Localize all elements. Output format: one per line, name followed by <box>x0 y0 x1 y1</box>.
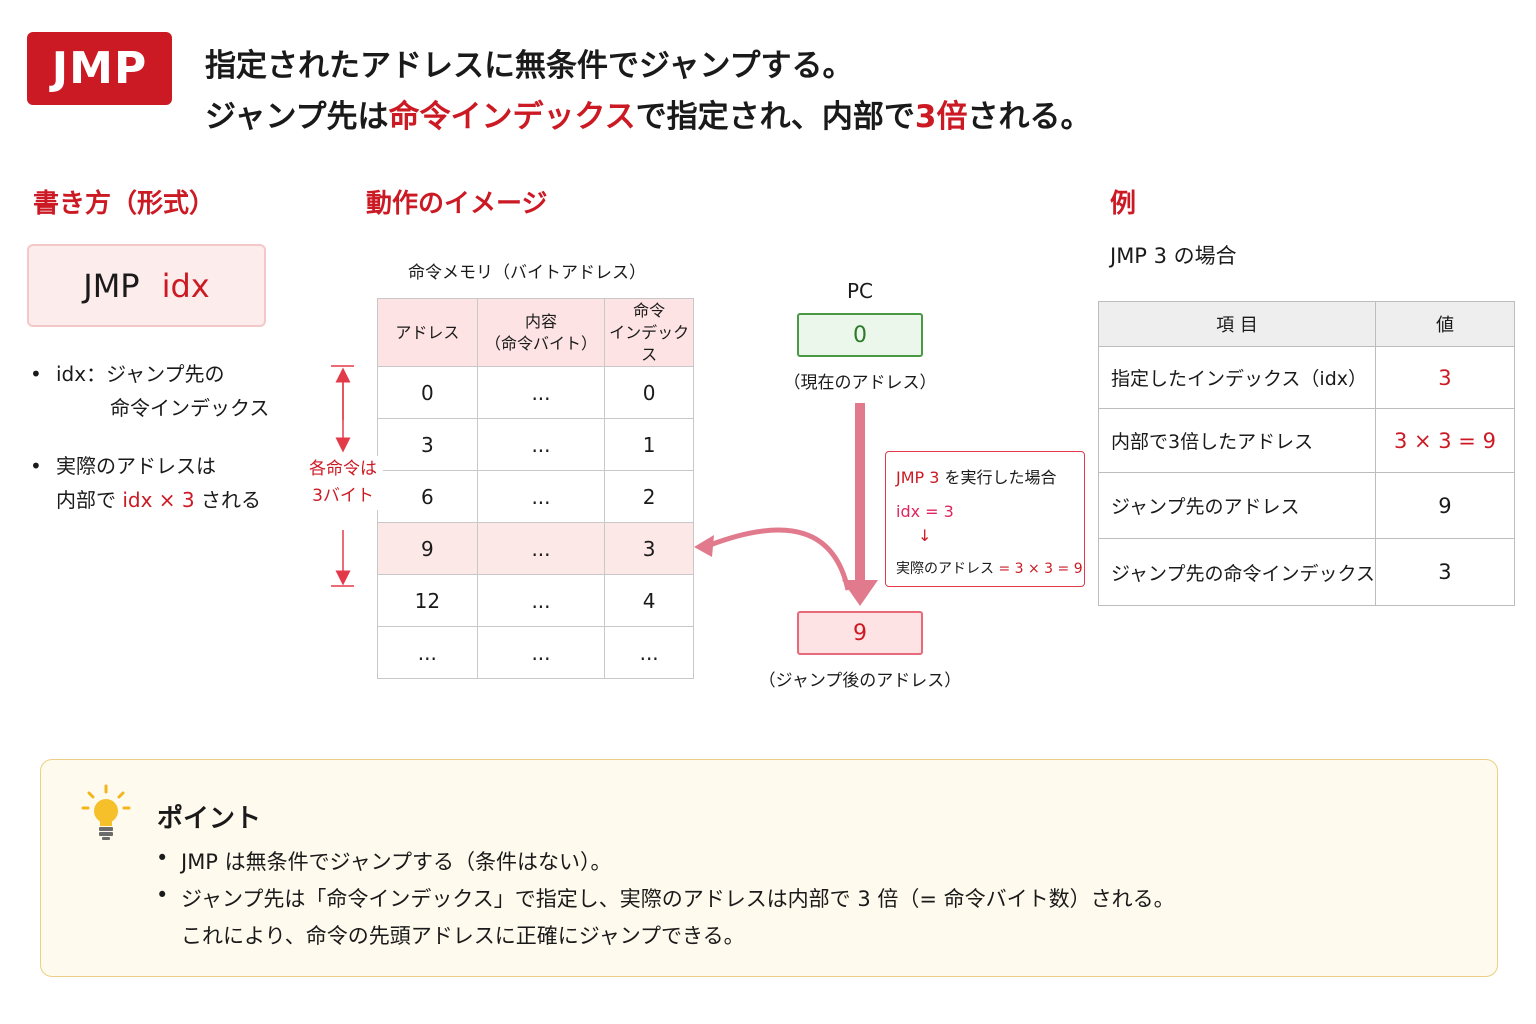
point-bullet-dot: • <box>156 883 169 907</box>
point-box: ポイント • JMP は無条件でジャンプする（条件はない）。 • ジャンプ先は「… <box>40 759 1498 977</box>
headline-line-2: ジャンプ先は命令インデックスで指定され、内部で3倍される。 <box>205 99 1092 135</box>
example-col-value: 値 <box>1374 301 1516 347</box>
header-address: アドレス <box>377 298 478 367</box>
jump-arrow <box>842 403 878 606</box>
example-row: 指定したインデックス（idx）3 <box>1098 346 1516 409</box>
exec-down-arrow: ↓ <box>918 526 932 545</box>
pc-next-box: 9 <box>797 611 923 655</box>
pc-label: PC <box>846 279 874 303</box>
memory-row: 12...4 <box>377 574 694 627</box>
memory-row: 6...2 <box>377 470 694 523</box>
syntax-box: JMP idx <box>27 244 266 327</box>
header-content: 内容（命令バイト） <box>476 298 606 367</box>
headline-line-1: 指定されたアドレスに無条件でジャンプする。 <box>205 48 854 84</box>
diagram-section-title: 動作のイメージ <box>366 189 548 219</box>
example-section-title: 例 <box>1110 189 1137 219</box>
point-bullet-dot: • <box>156 846 169 870</box>
memory-row: 0...0 <box>377 366 694 419</box>
pc-current-caption: （現在のアドレス） <box>783 373 937 393</box>
exec-result: 実際のアドレス = 3 × 3 = 9 <box>896 561 1083 577</box>
syntax-section-title: 書き方（形式） <box>33 189 216 219</box>
point-title: ポイント <box>157 804 262 834</box>
point-line-1: JMP は無条件でジャンプする（条件はない）。 <box>181 850 612 874</box>
size-dimension-line <box>331 365 354 587</box>
exec-idx: idx = 3 <box>896 502 954 521</box>
syntax-op: JMP <box>83 266 140 305</box>
example-subtitle: JMP 3 の場合 <box>1110 244 1237 268</box>
target-arrow <box>694 527 851 591</box>
memory-caption: 命令メモリ（バイトアドレス） <box>408 263 646 283</box>
exec-title: JMP 3 を実行した場合 <box>896 468 1057 487</box>
pc-current-box: 0 <box>797 313 923 357</box>
point-line-3: これにより、命令の先頭アドレスに正確にジャンプできる。 <box>181 924 745 948</box>
syntax-arg: idx <box>161 266 210 305</box>
execution-box: JMP 3 を実行した場合 idx = 3 ↓ 実際のアドレス = 3 × 3 … <box>885 451 1085 587</box>
lightbulb-icon <box>81 784 131 840</box>
memory-row: ......... <box>377 626 694 679</box>
example-col-item: 項 目 <box>1098 301 1376 347</box>
memory-row-target: 9...3 <box>377 522 694 575</box>
instruction-badge: JMP <box>27 32 172 105</box>
pc-next-caption: （ジャンプ後のアドレス） <box>758 671 962 691</box>
memory-table: アドレス 内容（命令バイト） 命令インデックス 0...0 3...1 6...… <box>377 298 694 679</box>
point-line-2: ジャンプ先は「命令インデックス」で指定し、実際のアドレスは内部で 3 倍（= 命… <box>181 887 1175 911</box>
